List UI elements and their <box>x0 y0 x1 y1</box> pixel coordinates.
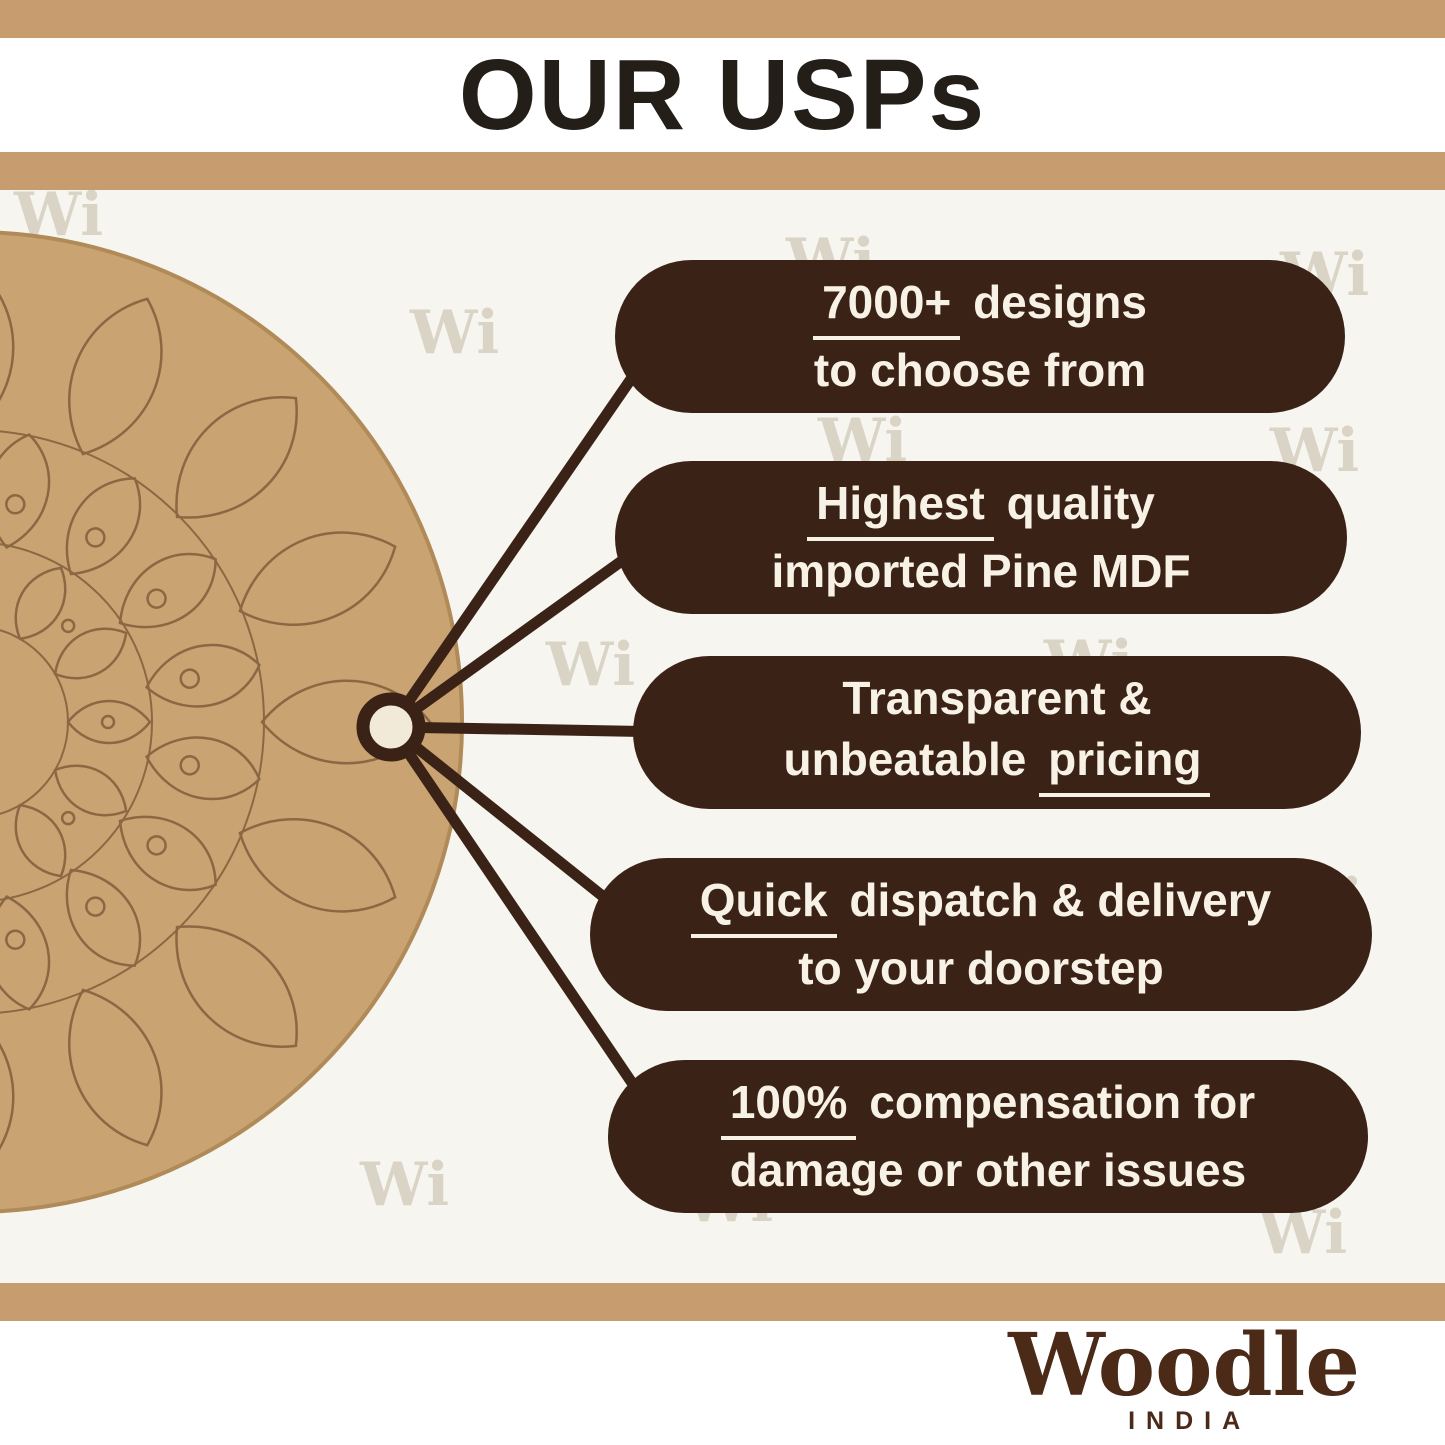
bottom-strip <box>0 1283 1445 1321</box>
mdf-circle <box>0 230 464 1214</box>
wi-watermark: Wi <box>546 630 636 700</box>
usp-pill-3: Transparent & unbeatable pricing <box>633 656 1361 809</box>
usp-text-underlined: 7000+ <box>813 272 961 340</box>
wi-watermark: Wi <box>360 1150 450 1220</box>
connector-line-1 <box>386 333 665 731</box>
usp-text-line: 100% compensation for <box>720 1072 1256 1140</box>
wi-watermark: Wi <box>410 298 500 368</box>
usp-text-line: damage or other issues <box>730 1140 1246 1201</box>
usp-text-underlined: pricing <box>1039 729 1211 797</box>
usp-text-underlined: Highest <box>807 473 994 541</box>
usp-text-line: Quick dispatch & delivery <box>690 870 1272 938</box>
connector-line-3 <box>390 721 676 738</box>
hub-node <box>356 692 426 762</box>
usp-text: compensation for <box>856 1076 1256 1129</box>
header-band: OUR USPs <box>0 38 1445 152</box>
usp-text: unbeatable <box>783 733 1040 785</box>
usp-text-line: Transparent & <box>842 668 1151 729</box>
usp-text-line: unbeatable pricing <box>784 729 1211 797</box>
page-title: OUR USPs <box>458 38 987 151</box>
usp-text-line: to your doorstep <box>798 938 1163 999</box>
usp-text-line: to choose from <box>814 340 1146 401</box>
usp-text-line: Highest quality <box>807 473 1155 541</box>
usp-text: designs <box>960 276 1147 329</box>
usp-text: dispatch & delivery <box>836 874 1272 927</box>
usp-text-underlined: Quick <box>690 870 837 938</box>
usp-pill-2: Highest quality imported Pine MDF <box>615 461 1347 614</box>
usp-text-line: 7000+ designs <box>813 272 1147 340</box>
usp-text: to your doorstep <box>798 942 1164 994</box>
usp-text: to choose from <box>813 344 1147 396</box>
usp-pill-1: 7000+ designs to choose from <box>615 260 1345 413</box>
usp-pill-5: 100% compensation for damage or other is… <box>608 1060 1368 1213</box>
usp-text-line: imported Pine MDF <box>771 541 1190 602</box>
brand-country: INDIA <box>1128 1407 1252 1435</box>
top-strip <box>0 0 1445 38</box>
usp-text-underlined: 100% <box>720 1072 857 1140</box>
usp-pill-4: Quick dispatch & delivery to your doorst… <box>590 858 1372 1011</box>
connector-line-5 <box>386 723 673 1140</box>
usp-text: imported Pine MDF <box>771 545 1191 597</box>
brand-name: Woodle <box>1008 1315 1360 1416</box>
footer-band: Woodle INDIA <box>0 1321 1445 1445</box>
brand-logo: Woodle INDIA <box>1008 1323 1360 1436</box>
usp-text: Transparent & <box>842 672 1152 725</box>
connector-line-2 <box>387 532 659 732</box>
mid-strip <box>0 152 1445 190</box>
usp-text: quality <box>993 477 1155 530</box>
usp-text: damage or other issues <box>729 1144 1247 1196</box>
